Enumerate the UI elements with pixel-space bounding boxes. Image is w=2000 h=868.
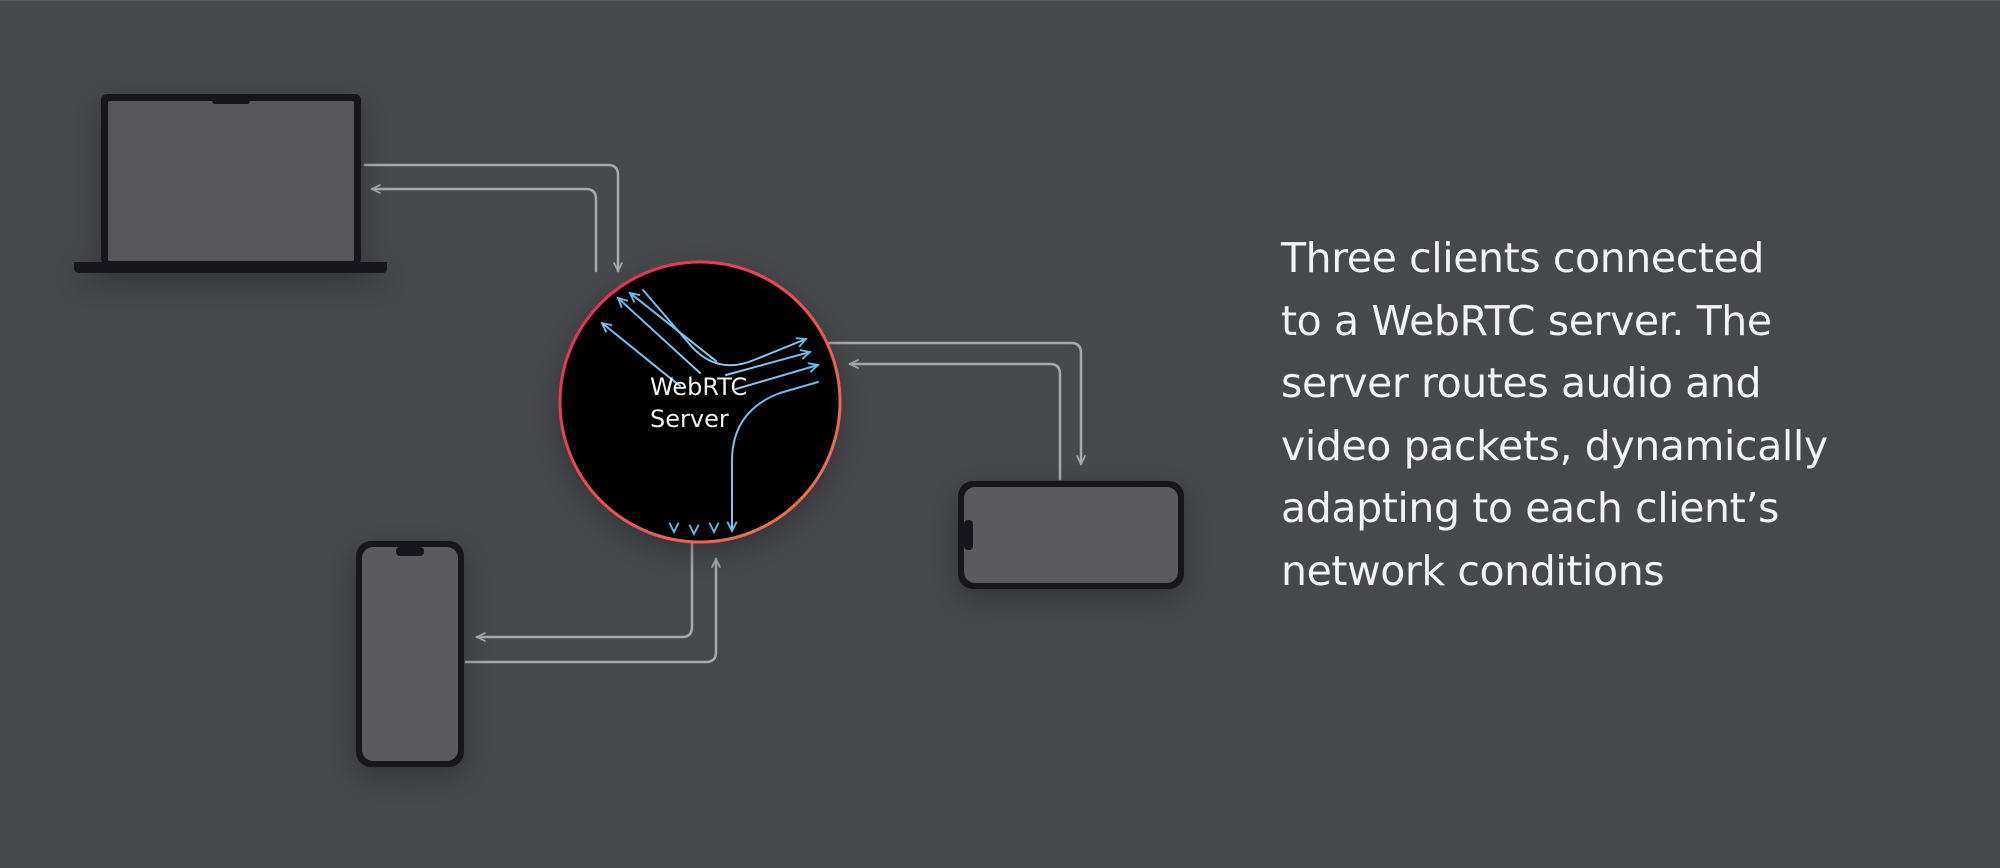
portrait-phone-connectors — [464, 541, 716, 664]
portrait-phone-to-server-connector — [464, 559, 716, 664]
landscape-phone-device — [958, 481, 1184, 589]
packet-flow-out-phone-1 — [725, 352, 810, 376]
packet-flow-in-laptop — [642, 289, 806, 367]
server-to-portrait-phone-connector — [477, 541, 694, 637]
laptop-to-server-connector — [363, 163, 618, 271]
caption-line-6: network conditions — [1281, 546, 1665, 595]
packet-flow-lines — [602, 289, 819, 534]
caption-line-2: to a WebRTC server. The — [1281, 296, 1772, 345]
packet-flow-in-phone — [732, 381, 819, 531]
packet-flow-out-laptop-3 — [630, 293, 717, 362]
server-to-laptop-connector — [372, 189, 598, 273]
laptop-device — [74, 94, 387, 273]
caption-line-5: adapting to each client’s — [1281, 484, 1779, 532]
server-to-landscape-phone-connector — [824, 341, 1081, 464]
server-label-line2: Server — [650, 405, 729, 433]
landscape-phone-to-server-connector — [850, 364, 1062, 481]
portrait-phone-device — [356, 541, 464, 767]
server-label: WebRTC Server — [650, 371, 747, 435]
packet-flow-out-laptop-2 — [618, 298, 701, 374]
landscape-phone-connectors — [824, 341, 1081, 481]
caption-line-4: video packets, dynamically — [1281, 421, 1828, 470]
server-label-line1: WebRTC — [650, 373, 748, 401]
caption-line-3: server routes audio and — [1281, 359, 1762, 407]
laptop-connectors — [363, 163, 618, 273]
caption-line-1: Three clients connected — [1281, 234, 1764, 282]
webrtc-server-node — [558, 260, 842, 544]
packet-flow-out-laptop-1 — [602, 323, 681, 387]
diagram-caption: Three clients connected to a WebRTC serv… — [1281, 227, 1841, 602]
packet-flow-out-phone-2 — [735, 365, 818, 390]
